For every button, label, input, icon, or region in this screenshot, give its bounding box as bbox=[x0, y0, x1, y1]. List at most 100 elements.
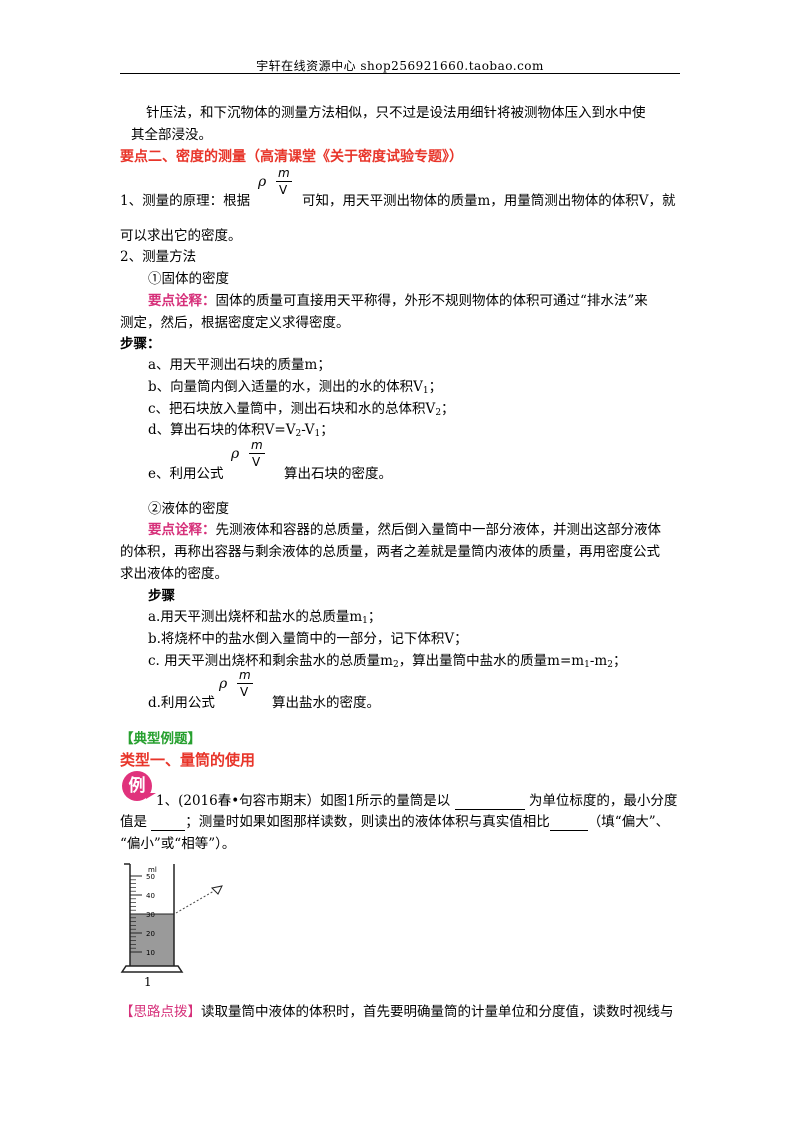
example-badge: 例 bbox=[122, 771, 152, 801]
question-line: “偏小”或“相等”）。 bbox=[120, 836, 236, 852]
text-line: b.将烧杯中的盐水倒入量筒中的一部分，记下体积V； bbox=[148, 631, 468, 647]
text-span: a.用天平测出烧杯和盐水的总质量m bbox=[148, 609, 363, 625]
question-line: 1、(2016春•句容市期末）如图1所示的量筒是以 为单位标度的，最小分度 bbox=[156, 792, 677, 810]
text-line: 其全部浸没。 bbox=[131, 127, 212, 143]
fraction-bar bbox=[237, 683, 253, 684]
text-line: 针压法，和下沉物体的测量方法相似，只不过是设法用细针将被测物体压入到水中使 bbox=[146, 105, 646, 121]
density-formula: ρ m V bbox=[219, 668, 259, 710]
text-line: ②液体的密度 bbox=[148, 501, 229, 517]
eye-icon bbox=[210, 885, 223, 895]
text-span: ； bbox=[367, 609, 382, 625]
hint-line: 【思路点拨】读取量筒中液体的体积时，首先要明确量筒的计量单位和分度值，读数时视线… bbox=[120, 1003, 674, 1021]
badge-tail bbox=[146, 793, 156, 799]
formula-numerator: m bbox=[239, 668, 251, 682]
note-label: 要点诠释： bbox=[148, 522, 216, 538]
liquid-column bbox=[130, 914, 174, 966]
text-span: ； bbox=[612, 653, 627, 669]
unit-label: ml bbox=[148, 866, 157, 874]
text-line: 可以求出它的密度。 bbox=[120, 228, 242, 244]
text-span: b、向量筒内倒入适量的水，测出的水的体积V bbox=[148, 379, 423, 395]
cylinder-base bbox=[120, 965, 184, 973]
text-line: 可知，用天平测出物体的质量m，用量筒测出物体的体积V，就 bbox=[302, 193, 676, 209]
text-span: ； bbox=[428, 379, 443, 395]
text-line: 2、测量方法 bbox=[120, 249, 197, 265]
text-line: 算出石块的密度。 bbox=[284, 466, 392, 482]
fraction-bar bbox=[276, 181, 292, 182]
subscript: 2 bbox=[607, 660, 613, 670]
text-span: 1、(2016春•句容市期末）如图1所示的量筒是以 bbox=[156, 793, 451, 809]
note-label: 要点诠释： bbox=[148, 293, 216, 309]
text-span: 读取量筒中液体的体积时，首先要明确量筒的计量单位和分度值，读数时视线与 bbox=[201, 1004, 674, 1020]
subscript: 1 bbox=[422, 386, 429, 396]
answer-blank[interactable] bbox=[151, 816, 186, 831]
subscript: 1 bbox=[314, 429, 321, 439]
text-span: -V bbox=[301, 422, 315, 438]
text-span: d、算出石块的体积V=V bbox=[148, 422, 296, 438]
steps-label: 步骤： bbox=[120, 336, 161, 352]
text-line: a、用天平测出石块的质量m； bbox=[148, 357, 331, 373]
text-line: d.利用公式 bbox=[148, 695, 215, 711]
fraction-bar bbox=[249, 453, 265, 454]
text-line: b、向量筒内倒入适量的水，测出的水的体积V1； bbox=[148, 378, 442, 400]
formula-denominator: V bbox=[279, 183, 288, 197]
text-line: e、利用公式 bbox=[148, 466, 224, 482]
text-span: c、把石块放入量筒中，测出石块和水的总体积V bbox=[148, 401, 436, 417]
text-line: ①固体的密度 bbox=[148, 271, 229, 287]
text-line: 测定，然后，根据密度定义求得密度。 bbox=[120, 315, 350, 331]
answer-blank[interactable] bbox=[549, 816, 588, 831]
text-line: d、算出石块的体积V=V2-V1； bbox=[148, 421, 334, 443]
text-span: ，算出量筒中盐水的质量m=m bbox=[398, 653, 585, 669]
text-line: 的体积，再称出容器与剩余液体的总质量，两者之差就是量筒内液体的质量，再用密度公式 bbox=[120, 544, 660, 560]
subscript: 1 bbox=[362, 616, 368, 626]
text-span: ；测量时如果如图那样读数，则读出的液体体积与真实值相比 bbox=[185, 814, 550, 830]
tick-label: 50 bbox=[146, 873, 155, 881]
section-heading: 要点二、密度的测量（高清课堂《关于密度试验专题》） bbox=[120, 149, 463, 165]
density-formula: ρ m V bbox=[231, 438, 271, 480]
text-line: 要点诠释：固体的质量可直接用天平称得，外形不规则物体的体积可通过“排水法”来 bbox=[148, 292, 648, 310]
examples-heading: 【典型例题】 bbox=[120, 731, 201, 747]
question-line: 值是 ；测量时如果如图那样读数，则读出的液体体积与真实值相比 （填“偏大”、 bbox=[120, 813, 669, 831]
text-span: 为单位标度的，最小分度 bbox=[528, 793, 678, 809]
text-line: 1、测量的原理：根据 bbox=[120, 192, 250, 210]
text-span: -m bbox=[589, 653, 608, 669]
type-heading: 类型一、量筒的使用 bbox=[120, 751, 256, 769]
text-line: 求出液体的密度。 bbox=[120, 566, 228, 582]
tick-label: 40 bbox=[146, 892, 155, 900]
figure-label: 1 bbox=[144, 975, 152, 989]
page-header: 宇轩在线资源中心 shop256921660.taobao.com bbox=[256, 59, 544, 73]
header-rule bbox=[120, 73, 680, 74]
text-span: c. 用天平测出烧杯和剩余盐水的总质量m bbox=[148, 653, 393, 669]
text-span: 1、测量的原理：根据 bbox=[120, 193, 251, 209]
subscript: 1 bbox=[584, 660, 590, 670]
tick-label: 10 bbox=[146, 949, 155, 957]
text-line: c、把石块放入量筒中，测出石块和水的总体积V2； bbox=[148, 400, 455, 422]
formula-rho: ρ bbox=[231, 446, 240, 462]
graduated-cylinder-figure: ml 50 40 30 20 10 1 bbox=[120, 863, 223, 989]
formula-denominator: V bbox=[240, 685, 249, 699]
text-line: 算出盐水的密度。 bbox=[272, 695, 380, 711]
steps-label: 步骤 bbox=[148, 588, 175, 604]
formula-rho: ρ bbox=[219, 676, 228, 692]
subscript: 2 bbox=[435, 408, 442, 418]
text-span: ； bbox=[441, 401, 455, 417]
text-span: 固体的质量可直接用天平称得，外形不规则物体的体积可通过“排水法”来 bbox=[215, 293, 648, 309]
formula-numerator: m bbox=[278, 166, 290, 180]
subscript: 2 bbox=[295, 429, 302, 439]
text-span: 先测液体和容器的总质量，然后倒入量筒中一部分液体，并测出这部分液体 bbox=[215, 522, 662, 538]
formula-numerator: m bbox=[251, 438, 263, 452]
formula-denominator: V bbox=[252, 455, 261, 469]
answer-blank[interactable] bbox=[454, 795, 525, 810]
subscript: 2 bbox=[392, 660, 399, 670]
density-formula: ρ m V bbox=[258, 166, 298, 208]
formula-rho: ρ bbox=[258, 174, 267, 190]
tick-group: 50 40 30 20 10 bbox=[130, 873, 155, 957]
tick-label: 30 bbox=[146, 911, 155, 919]
tick-label: 20 bbox=[146, 930, 155, 938]
hint-label: 【思路点拨】 bbox=[120, 1004, 201, 1020]
text-line: a.用天平测出烧杯和盐水的总质量m1； bbox=[148, 608, 381, 630]
text-span: 值是 bbox=[120, 814, 147, 830]
text-span: ； bbox=[320, 422, 334, 438]
text-line: c. 用天平测出烧杯和剩余盐水的总质量m2，算出量筒中盐水的质量m=m1-m2； bbox=[148, 652, 626, 674]
text-span: （填“偏大”、 bbox=[587, 814, 670, 830]
text-line: 要点诠释：先测液体和容器的总质量，然后倒入量筒中一部分液体，并测出这部分液体 bbox=[148, 521, 661, 539]
